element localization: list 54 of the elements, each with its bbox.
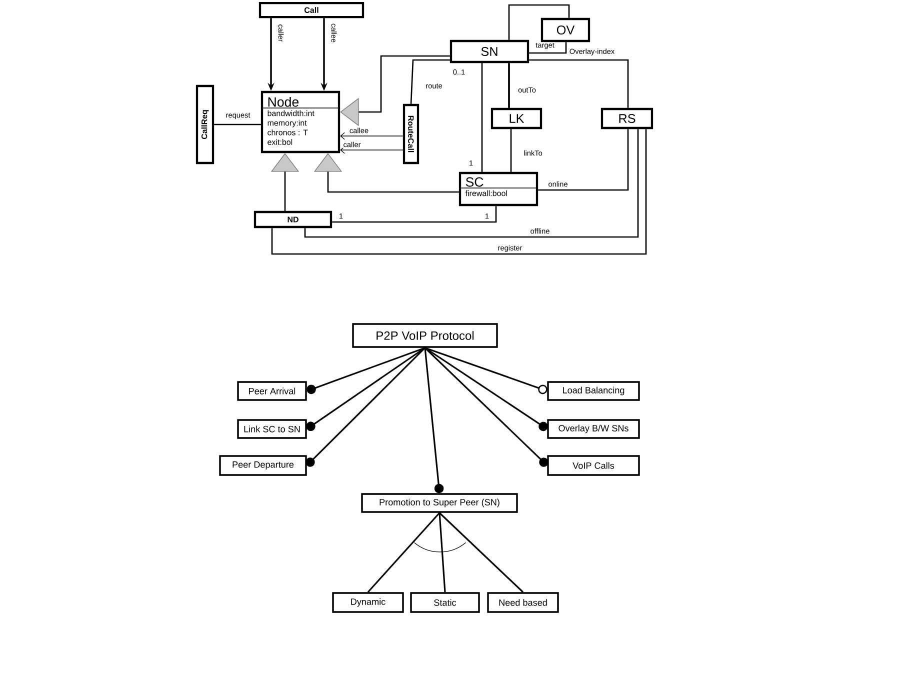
- inheritance-arrow: [314, 153, 459, 193]
- class-box: LK: [490, 108, 542, 130]
- connector: [306, 347, 426, 394]
- connector: [367, 512, 440, 593]
- class-box: ND: [254, 210, 332, 228]
- feature-box: Peer Arrival: [237, 381, 307, 401]
- connector: [510, 129, 512, 172]
- arrow: [340, 146, 404, 154]
- feature-box: Peer Departure: [219, 455, 307, 476]
- class-box: OV: [540, 18, 590, 42]
- connector: [332, 206, 497, 223]
- attribute-list: bandwidth:int memory:int chronos : T exit:bol: [268, 110, 314, 145]
- class-box: Call: [258, 2, 364, 18]
- connector: [508, 4, 570, 40]
- node-label: chronos : T: [268, 129, 308, 136]
- connector: [529, 59, 629, 108]
- class-name: SC: [466, 177, 484, 187]
- connector: [304, 129, 639, 238]
- connector: [438, 512, 524, 593]
- class-box: [260, 90, 340, 154]
- class-box: SN: [450, 40, 530, 64]
- inheritance-arrow: [340, 55, 450, 126]
- arrow: [340, 132, 404, 140]
- node-label: bandwidth:int: [268, 110, 314, 116]
- feature-box: P2P VoIP Protocol: [352, 323, 498, 348]
- class-box: RS: [600, 108, 654, 130]
- feature-box: Load Balancing: [547, 381, 640, 401]
- node-label: memory:int: [268, 120, 307, 128]
- connector: [538, 129, 629, 191]
- feature-box: VoIP Calls: [547, 455, 640, 476]
- connector: [424, 347, 548, 394]
- connector: [214, 124, 261, 126]
- connector: [438, 512, 446, 592]
- connector: [271, 129, 647, 255]
- connector: [410, 59, 450, 104]
- class-box: [458, 172, 538, 206]
- feature-box: Need based: [487, 592, 559, 613]
- connector: [306, 347, 426, 432]
- connector: [424, 348, 444, 494]
- connector: [481, 63, 483, 172]
- node-label: exit:bol: [268, 139, 292, 145]
- feature-box: Link SC to SN: [237, 419, 307, 439]
- connector: [529, 42, 567, 54]
- class-name: Node: [268, 96, 299, 107]
- connector: [306, 347, 426, 467]
- feature-box: Promotion to Super Peer (SN): [361, 493, 518, 513]
- feature-box: Static: [410, 592, 480, 613]
- feature-box: Overlay B/W SNs: [547, 419, 640, 439]
- connector: [424, 347, 548, 467]
- class-box: CallReq: [196, 84, 214, 164]
- class-box: RouteCall: [402, 104, 420, 164]
- attribute-list: firewall:bool: [465, 190, 507, 196]
- feature-box: Dynamic: [332, 592, 404, 613]
- connector: [508, 63, 510, 108]
